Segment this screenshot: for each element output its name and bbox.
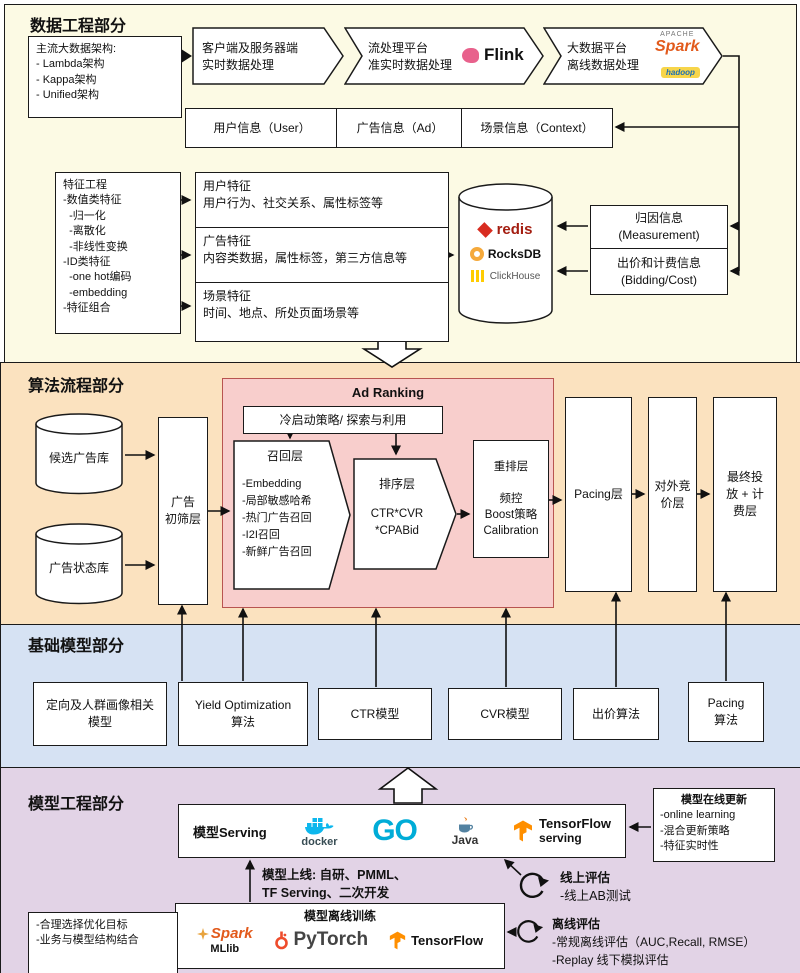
rocksdb-logo: RocksDB [469,247,542,261]
context-info-box: 场景信息（Context） [461,108,613,148]
tensorflow-train-logo: TensorFlow [389,931,483,950]
clickhouse-icon [470,270,486,282]
spark-train-label: Spark [210,925,253,942]
recall-layer-items: -Embedding -局部敏感哈希 -热门广告召回 -I2I召回 -新鲜广告召… [242,478,312,559]
offline-eval-note: 离线评估 -常规离线评估（AUC,Recall, RMSE） -Replay 线… [552,915,755,969]
algorithm-title: 算法流程部分 [28,378,125,395]
yield-optimization-box: Yield Optimization 算法 [178,682,308,746]
rank-layer-items: CTR*CVR *CPABid [370,508,424,537]
bidding-cost-box: 出价和计费信息 (Bidding/Cost) [590,248,728,295]
external-bidding-layer-box: 对外竞 价层 [648,397,697,592]
ctr-model-box: CTR模型 [318,688,432,740]
online-update-items: -online learning -混合更新策略 -特征实时性 [660,809,736,853]
pytorch-label: PyTorch [293,929,369,951]
clickhouse-label: ClickHouse [489,270,541,282]
tensorflow-serving-logo: TensorFlow serving [513,815,611,846]
tensorflow-serving-label: serving [539,830,582,845]
redis-label: redis [496,221,533,238]
pipeline-client-label: 客户端及服务器端 实时数据处理 [202,41,299,73]
docker-logo: docker [301,815,337,848]
bidding-algorithm-box: 出价算法 [573,688,659,740]
offline-training-box: 模型离线训练 Spark MLlib PyTorch TensorFlow [175,903,505,969]
spark-star-icon [196,928,209,941]
pipeline-client-chevron: 客户端及服务器端 实时数据处理 [192,27,344,85]
pacing-layer-box: Pacing层 [565,397,632,592]
java-icon [458,816,473,833]
rank-layer-shape: 排序层 CTR*CVR *CPABid [353,458,457,570]
apache-label: APACHE [660,31,695,38]
pipeline-batch-label: 大数据平台 离线数据处理 [567,41,640,73]
tensorflow-label: TensorFlow [539,815,611,831]
java-logo: Java [451,815,479,847]
online-update-box: 模型在线更新 -online learning -混合更新策略 -特征实时性 [653,788,775,862]
clickhouse-logo: ClickHouse [470,270,541,282]
online-eval-items: -线上AB测试 [560,889,631,904]
redis-logo: redis [476,221,533,238]
hadoop-badge: hadoop [661,67,700,78]
go-logo: GO [372,814,418,847]
model-serving-label: 模型Serving [193,824,267,840]
offline-training-label: 模型离线训练 [303,909,376,923]
online-eval-cycle-icon [514,868,550,904]
base-models-title: 基础模型部分 [28,638,125,655]
docker-icon [305,817,334,834]
model-serving-box: 模型Serving docker GO Java TensorFlow serv… [178,804,626,858]
spark-logo: APACHE Spark [655,31,699,56]
pipeline-batch-chevron: 大数据平台 离线数据处理 APACHE Spark hadoop [543,27,723,85]
recall-layer-shape: 召回层 -Embedding -局部敏感哈希 -热门广告召回 -I2I召回 -新… [233,440,351,590]
ad-prefilter-box: 广告 初筛层 [158,417,208,605]
model-deploy-note: 模型上线: 自研、PMML、 TF Serving、二次开发 [262,868,407,901]
online-update-title: 模型在线更新 [681,794,747,806]
storage-db-cylinder: redis RocksDB ClickHouse [458,183,553,325]
ad-info-box: 广告信息（Ad） [336,108,464,148]
flink-icon [462,47,479,63]
rocksdb-label: RocksDB [487,247,542,261]
redis-icon [476,221,493,238]
cvr-model-box: CVR模型 [448,688,562,740]
flink-label: Flink [484,45,524,64]
candidate-ads-cylinder: 候选广告库 [35,413,123,495]
ad-ranking-title: Ad Ranking [351,385,425,400]
flink-logo: Flink [462,45,524,65]
ad-status-label: 广告状态库 [48,561,109,575]
pipeline-stream-label: 流处理平台 准实时数据处理 [368,41,453,73]
user-info-box: 用户信息（User） [185,108,339,148]
java-label: Java [451,832,479,847]
spark-mllib-logo: Spark MLlib [196,925,253,955]
online-eval-title: 线上评估 [560,871,611,885]
feature-engineering-box: 特征工程 -数值类特征 -归一化 -离散化 -非线性变换 -ID类特征 -one… [55,172,181,334]
final-serving-layer-box: 最终投 放 + 计 费层 [713,397,777,592]
pacing-algorithm-box: Pacing 算法 [688,682,764,742]
targeting-models-box: 定向及人群画像相关 模型 [33,682,167,746]
pytorch-logo: PyTorch [274,929,369,951]
mllib-label: MLlib [210,942,240,955]
rerank-layer-box: 重排层 频控 Boost策略 Calibration [473,440,549,558]
pytorch-icon [274,931,288,950]
online-eval-note: 线上评估 -线上AB测试 [560,869,631,905]
spark-wordmark: Spark [655,38,700,55]
rocksdb-icon [469,247,484,261]
context-features-box: 场景特征 时间、地点、所处页面场景等 [195,282,449,342]
big-data-architectures-box: 主流大数据架构: - Lambda架构 - Kappa架构 - Unified架… [28,36,182,118]
offline-eval-cycle-icon [512,916,544,948]
data-engineering-title: 数据工程部分 [30,18,127,35]
rank-layer-title: 排序层 [378,477,415,491]
docker-label: docker [301,835,338,848]
pipeline-stream-chevron: 流处理平台 准实时数据处理 Flink [344,27,544,85]
model-engineering-title: 模型工程部分 [28,796,125,813]
offline-eval-title: 离线评估 [552,917,601,931]
tensorflow-icon [514,820,533,842]
ad-status-cylinder: 广告状态库 [35,523,123,605]
offline-eval-items: -常规离线评估（AUC,Recall, RMSE） -Replay 线下模拟评估 [552,935,756,967]
tensorflow-train-icon [389,931,406,950]
candidate-ads-label: 候选广告库 [48,451,109,465]
optimization-goals-box: -合理选择优化目标 -业务与模型结构结合 [28,912,178,973]
measurement-box: 归因信息 (Measurement) [590,205,728,249]
recall-layer-title: 召回层 [266,449,303,463]
cold-start-box: 冷启动策略/ 探索与利用 [243,406,443,434]
tensorflow-train-label: TensorFlow [411,932,484,948]
